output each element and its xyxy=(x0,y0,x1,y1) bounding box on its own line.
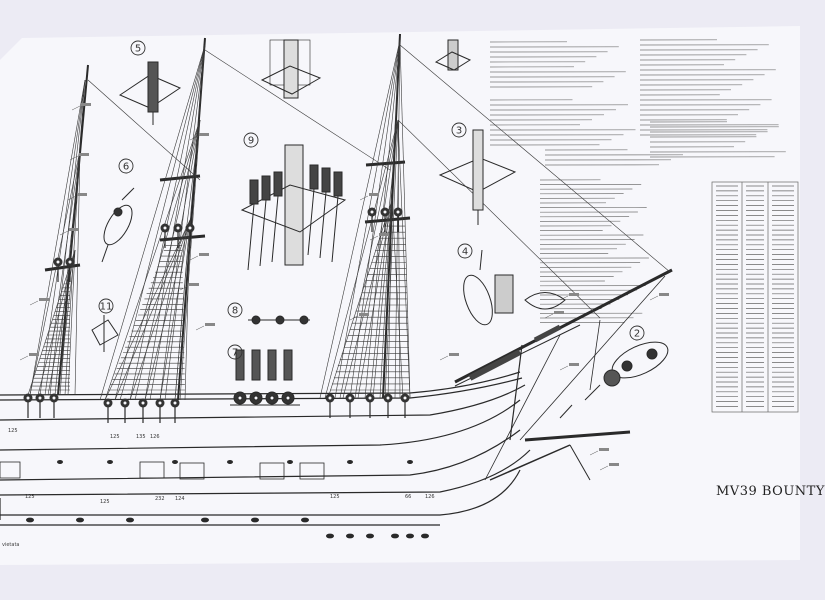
part-label: 232 xyxy=(155,496,165,502)
part-label: 125 xyxy=(8,428,18,434)
detail-number-markers: 5 6 9 3 4 11 8 7 2 xyxy=(98,40,645,360)
detail-marker-8: 8 xyxy=(227,302,243,318)
detail-marker-11: 11 xyxy=(98,298,114,314)
detail-marker-3: 3 xyxy=(451,122,467,138)
part-label: 124 xyxy=(175,496,185,502)
part-label: 66 xyxy=(405,494,411,500)
detail-number: 9 xyxy=(248,136,254,147)
bottom-part-labels: 125 125 135 125 126 125 232 124 125 66 126 xyxy=(8,428,435,505)
part-label: 135 xyxy=(136,434,146,440)
parts-list-table xyxy=(711,181,799,413)
corner-note: vietata xyxy=(2,542,20,548)
part-number-callouts xyxy=(19,103,669,471)
bowsprit xyxy=(454,268,673,481)
detail-marker-2: 2 xyxy=(629,325,645,341)
instruction-text-block xyxy=(489,39,786,323)
detail-number: 7 xyxy=(232,348,238,359)
detail-figures xyxy=(91,39,669,419)
model-title: MV39 BOUNTY xyxy=(716,484,825,499)
plan-sheet: 5 6 9 3 4 11 8 7 2 125 125 135 125 126 125 232 124 125 66… xyxy=(0,26,824,565)
detail-number: 8 xyxy=(232,306,238,317)
detail-marker-9: 9 xyxy=(243,132,259,148)
deadeyes xyxy=(23,207,410,423)
part-label: 126 xyxy=(425,494,435,500)
part-label: 125 xyxy=(100,499,110,505)
detail-number: 5 xyxy=(135,44,141,55)
detail-marker-4: 4 xyxy=(457,243,473,259)
hull-portholes xyxy=(26,460,429,539)
paper-sheet xyxy=(0,26,800,565)
detail-marker-6: 6 xyxy=(118,158,134,174)
detail-number: 6 xyxy=(123,162,129,173)
part-label: 126 xyxy=(150,434,160,440)
detail-number: 3 xyxy=(456,126,462,137)
detail-marker-7: 7 xyxy=(227,344,243,360)
part-label: 125 xyxy=(330,494,340,500)
detail-number: 4 xyxy=(462,247,468,258)
rigging-lines xyxy=(27,39,671,401)
rigging-plan-drawing: 5 6 9 3 4 11 8 7 2 125 125 135 125 126 125 232 124 125 66… xyxy=(0,26,800,565)
detail-marker-5: 5 xyxy=(130,40,146,56)
detail-number: 11 xyxy=(100,302,113,313)
part-label: 125 xyxy=(25,494,35,500)
part-label: 125 xyxy=(110,434,120,440)
detail-number: 2 xyxy=(634,329,640,340)
